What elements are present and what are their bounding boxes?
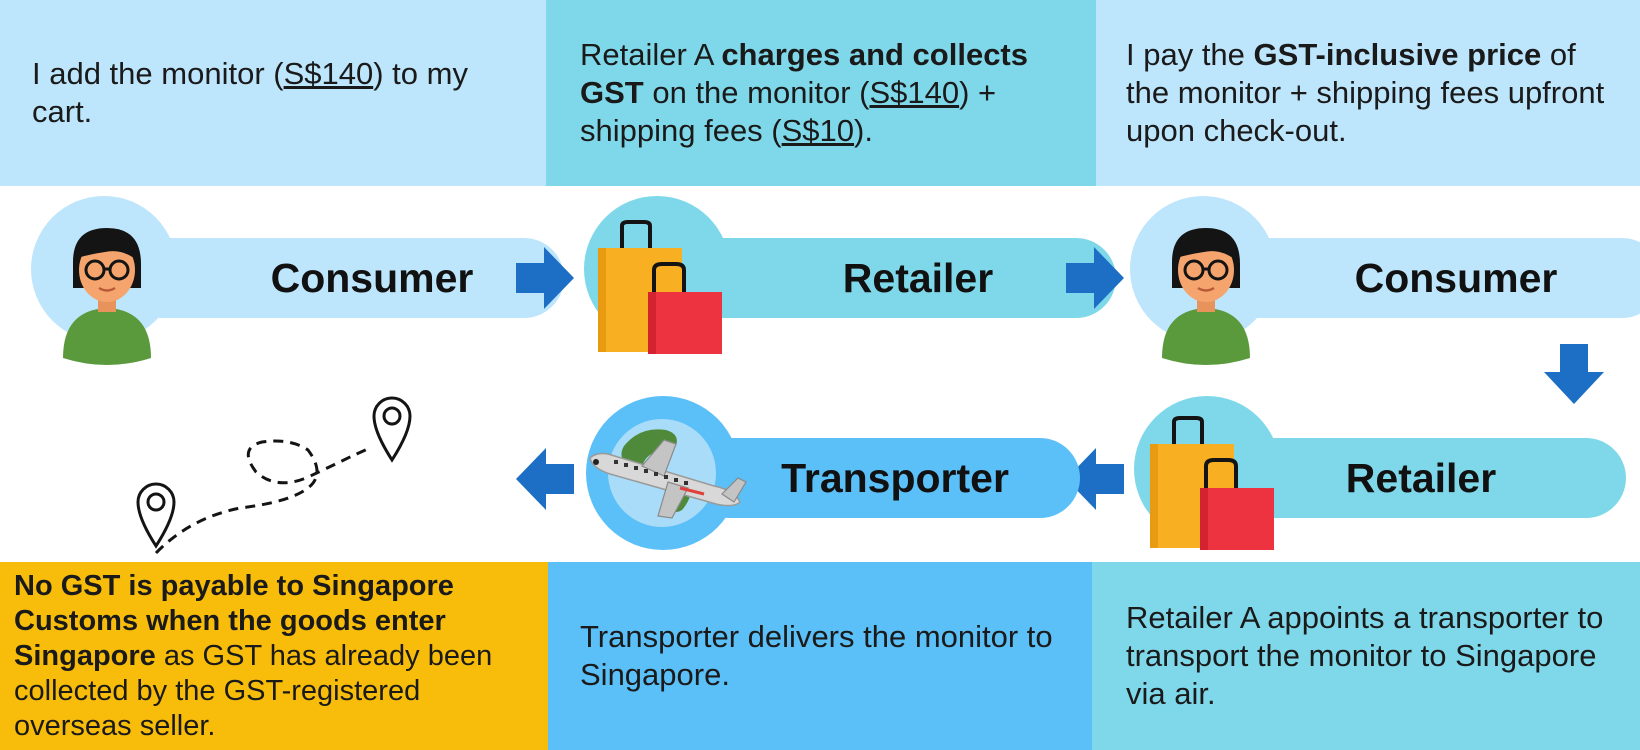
step-2-box: Retailer A charges and collects GST on t… [546,0,1096,186]
step-5-box: Transporter delivers the monitor to Sing… [548,562,1092,750]
step-4-text: Retailer A appoints a transporter to tra… [1126,600,1604,711]
step-1-box: I add the monitor (S$140) to my cart. [0,0,546,186]
airplane-globe-icon [589,419,747,527]
arrow-left-icon [516,448,574,510]
step-3-text: I pay the GST-inclusive price of the mon… [1126,37,1605,148]
actor-retailer-1: Retailer [660,238,1116,318]
woman-with-glasses-icon [63,228,151,365]
step-5-text: Transporter delivers the monitor to Sing… [580,619,1053,692]
arrow-left-icon [1066,448,1124,510]
arrow-down-icon [1544,344,1604,404]
woman-with-glasses-icon [1162,228,1250,365]
dashed-route-map-pins-icon [136,396,412,555]
step-3-box: I pay the GST-inclusive price of the mon… [1096,0,1640,186]
step-1-text: I add the monitor (S$140) to my cart. [32,56,468,129]
shopping-bags-icon [598,220,722,354]
actor-consumer-1: Consumer [120,238,564,318]
shopping-bags-icon [1150,416,1274,550]
shipping-fee: S$10 [781,113,855,148]
actor-transporter: Transporter [690,438,1080,518]
step-2-text: Retailer A charges and collects GST on t… [580,37,1028,148]
monitor-price: S$140 [283,56,374,91]
arrow-right-icon [516,247,574,309]
step-6-box: No GST is payable to Singapore Customs w… [0,562,548,750]
arrow-right-icon [1066,247,1124,309]
monitor-price: S$140 [869,75,960,110]
step-4-box: Retailer A appoints a transporter to tra… [1092,562,1640,750]
step-6-text: No GST is payable to Singapore Customs w… [14,569,493,742]
